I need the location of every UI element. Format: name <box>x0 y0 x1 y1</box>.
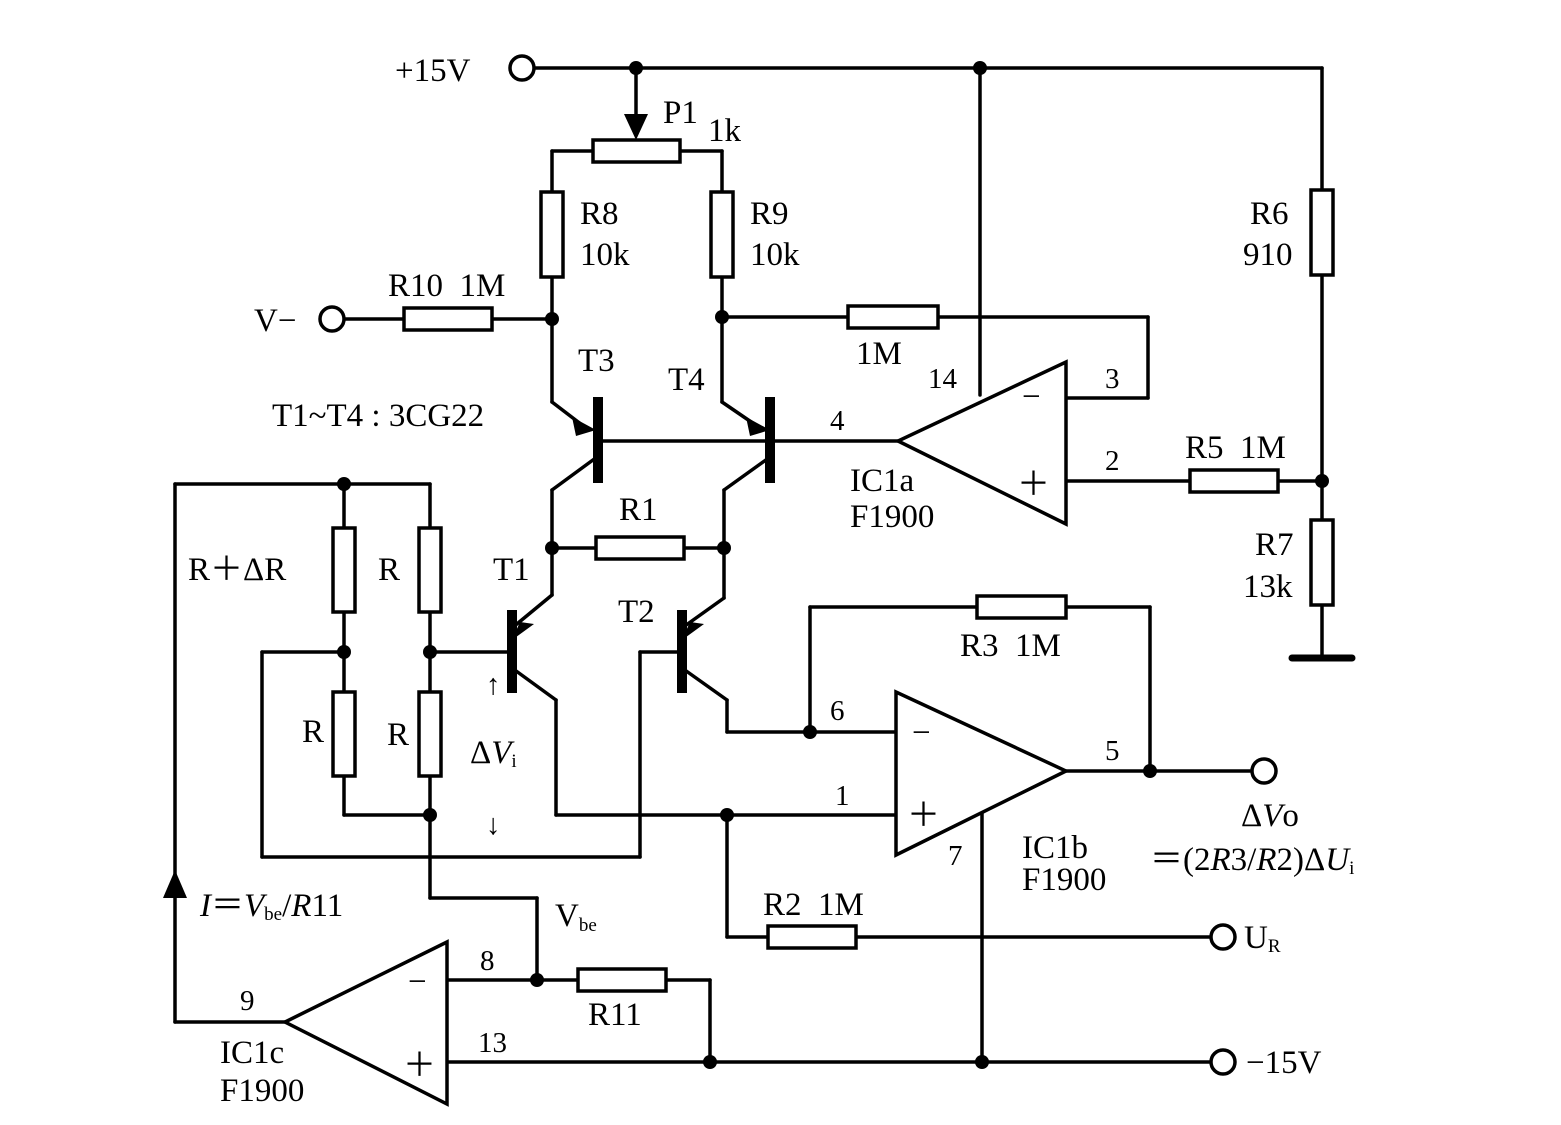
t3-emitter-arrow <box>572 417 596 436</box>
label-ic1a-part: F1900 <box>850 499 934 535</box>
label-p1-value: 1k <box>708 113 742 149</box>
label-r8-name: R8 <box>580 196 619 232</box>
delta-vi-down-arrow: ↓ <box>486 809 501 841</box>
terminal-delta-vo <box>1250 757 1278 785</box>
label-r-bottom-right: R <box>387 717 409 753</box>
label-r7-name: R7 <box>1255 527 1294 563</box>
t2-emitter-arrow <box>682 622 704 640</box>
ic1b-plus-sign: ＋ <box>907 798 940 834</box>
resistor-feedback-1m <box>846 304 940 330</box>
label-t4: T4 <box>668 362 705 398</box>
label-r8-value: 10k <box>580 237 630 273</box>
label-t2: T2 <box>618 594 655 630</box>
label-note-transistors: T1~T4 : 3CG22 <box>272 398 484 434</box>
p1-wiper-arrow <box>624 114 648 140</box>
resistor-r7 <box>1309 518 1335 607</box>
label-r-bottom-left: R <box>302 714 324 750</box>
resistor-r9 <box>709 190 735 279</box>
pin-14: 14 <box>928 363 958 395</box>
opamp-ic1c <box>281 939 449 1107</box>
resistor-r10 <box>402 306 494 332</box>
resistor-r11 <box>576 967 668 993</box>
resistor-r5 <box>1188 468 1280 494</box>
label-ic1b-name: IC1b <box>1022 830 1088 866</box>
label-r7-value: 13k <box>1243 569 1293 605</box>
pin-6: 6 <box>830 695 845 727</box>
ic1a-minus-sign: − <box>1022 379 1041 415</box>
label-ic1c-part: F1900 <box>220 1073 304 1109</box>
label-r9-value: 10k <box>750 237 800 273</box>
pin-5: 5 <box>1105 735 1120 767</box>
resistor-r3 <box>975 594 1068 620</box>
pin-3: 3 <box>1105 363 1120 395</box>
label-vbe: Vbe <box>555 898 597 936</box>
resistor-r1 <box>594 535 686 561</box>
label-t1: T1 <box>493 552 530 588</box>
opamp-ic1b <box>894 689 1071 858</box>
terminal-ur <box>1209 923 1237 951</box>
resistor-r-plus-dr <box>331 526 357 614</box>
t1-emitter-arrow <box>512 622 534 640</box>
resistor-r2 <box>766 924 858 950</box>
terminal-v-minus <box>318 305 346 333</box>
pin-13: 13 <box>478 1027 507 1059</box>
pin-4: 4 <box>830 405 845 437</box>
pin-1: 1 <box>835 780 850 812</box>
terminal-plus-15v <box>508 54 536 82</box>
label-r3: R3 1M <box>960 628 1061 664</box>
resistor-r6 <box>1309 188 1335 277</box>
junctions <box>337 61 1329 1069</box>
label-r10: R10 1M <box>388 268 505 304</box>
label-ic1c-name: IC1c <box>220 1035 284 1071</box>
ic1a-plus-sign: ＋ <box>1017 467 1050 503</box>
label-plus-15v: +15V <box>395 53 471 89</box>
resistor-r-top <box>417 526 443 614</box>
ic1c-plus-sign: ＋ <box>403 1048 436 1084</box>
label-ur: UR <box>1244 920 1281 957</box>
label-current-formula: I＝Vbe/R11 <box>199 888 343 925</box>
label-t3: T3 <box>578 343 615 379</box>
label-r11: R11 <box>588 997 642 1033</box>
pin-7: 7 <box>948 840 963 872</box>
label-v-minus: V− <box>254 303 296 339</box>
resistor-r-bottom-right <box>417 690 443 778</box>
current-direction-arrow <box>163 870 187 898</box>
label-feedback-1m: 1M <box>856 336 902 372</box>
t4-emitter-arrow <box>746 417 770 436</box>
label-output-formula: ＝(2R3/R2)ΔUi <box>1150 842 1354 879</box>
pin-9: 9 <box>240 985 255 1017</box>
label-delta-vo: ΔVo <box>1241 798 1299 834</box>
label-r6-name: R6 <box>1250 196 1289 232</box>
delta-vi-up-arrow: ↑ <box>486 669 501 701</box>
pin-2: 2 <box>1105 445 1120 477</box>
resistor-r-bottom-left <box>331 690 357 778</box>
label-ic1a-name: IC1a <box>850 463 915 499</box>
ic1b-minus-sign: − <box>912 715 931 751</box>
label-r9-name: R9 <box>750 196 789 232</box>
resistor-r8 <box>539 190 565 279</box>
label-r1: R1 <box>619 492 658 528</box>
label-r-plus-dr: R＋ΔR <box>188 552 286 588</box>
label-delta-vi: ΔVi <box>470 735 517 772</box>
label-ic1b-part: F1900 <box>1022 862 1106 898</box>
opamp-ic1a <box>893 359 1068 527</box>
label-r6-value: 910 <box>1243 237 1293 273</box>
pin-8: 8 <box>480 945 495 977</box>
label-r2: R2 1M <box>763 887 864 923</box>
resistor-p1 <box>591 138 682 164</box>
label-minus-15v: −15V <box>1246 1045 1322 1081</box>
label-r-top: R <box>378 552 400 588</box>
ic1c-minus-sign: − <box>408 964 427 1000</box>
label-p1-name: P1 <box>663 95 698 131</box>
label-r5: R5 1M <box>1185 430 1286 466</box>
terminal-minus-15v <box>1209 1048 1237 1076</box>
